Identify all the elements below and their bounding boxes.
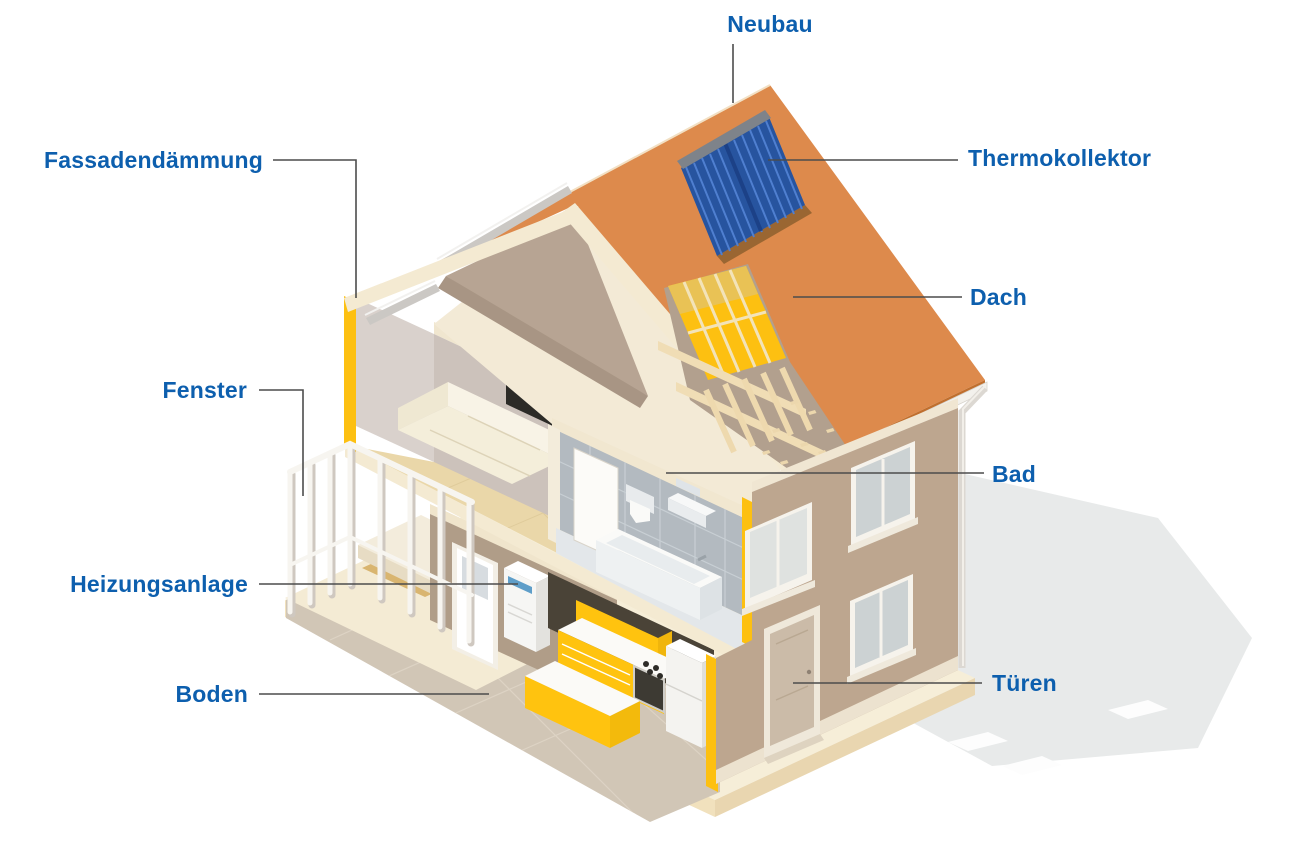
label-thermokollektor: Thermokollektor	[968, 145, 1152, 171]
heat-pump	[504, 561, 550, 652]
collector-rail	[677, 110, 771, 169]
floor-slab-band	[345, 443, 750, 669]
paving-tile	[1108, 700, 1168, 719]
purlin-beam	[658, 341, 806, 418]
door-knob	[806, 669, 812, 675]
leader-fenster	[259, 389, 304, 496]
kitchen-counter	[558, 618, 688, 714]
window-upper-left	[742, 502, 815, 616]
sofa	[398, 382, 562, 484]
interior-door	[452, 542, 498, 670]
label-heizungsanlage: Heizungsanlage	[70, 571, 248, 597]
window-frames	[287, 440, 475, 647]
purlin-beam	[676, 382, 844, 469]
label-fenster: Fenster	[162, 377, 247, 403]
kitchen	[525, 572, 716, 748]
roof-fascia	[366, 284, 440, 325]
rafter-tails	[703, 366, 813, 454]
gable-soffit	[344, 206, 582, 312]
oven	[633, 664, 665, 714]
entry-door	[764, 605, 824, 764]
label-fassadendaemmung: Fassadendämmung	[44, 147, 263, 173]
facade	[716, 398, 958, 784]
label-dach: Dach	[970, 284, 1028, 310]
roof-cutaway-insulation	[658, 264, 846, 476]
heat-pump-display	[508, 576, 532, 594]
bathroom-sink	[668, 493, 716, 528]
insulation-strip-lower-corner	[706, 654, 718, 792]
insulation-strip-left	[344, 296, 356, 452]
kitchen-island	[525, 661, 640, 748]
label-neubau: Neubau	[727, 11, 813, 37]
solar-collector	[677, 110, 812, 264]
label-bad: Bad	[992, 461, 1037, 487]
leader-lines	[259, 44, 984, 695]
bathtub	[596, 529, 722, 620]
batten-stubs	[762, 400, 835, 465]
bathroom-mirror	[676, 478, 700, 497]
label-tueren: Türen	[992, 670, 1057, 696]
bathroom	[548, 418, 748, 655]
paving-tile	[1002, 756, 1062, 775]
window-upper-right	[848, 441, 918, 553]
paving-tile	[948, 732, 1008, 751]
leader-fassadendaemmung	[273, 159, 357, 298]
cooktop	[643, 661, 663, 679]
toilet	[626, 484, 654, 523]
window-lower-right	[847, 574, 916, 684]
collector-tubes	[685, 120, 803, 256]
attic-cutaway	[434, 210, 790, 514]
label-boden: Boden	[175, 681, 248, 707]
